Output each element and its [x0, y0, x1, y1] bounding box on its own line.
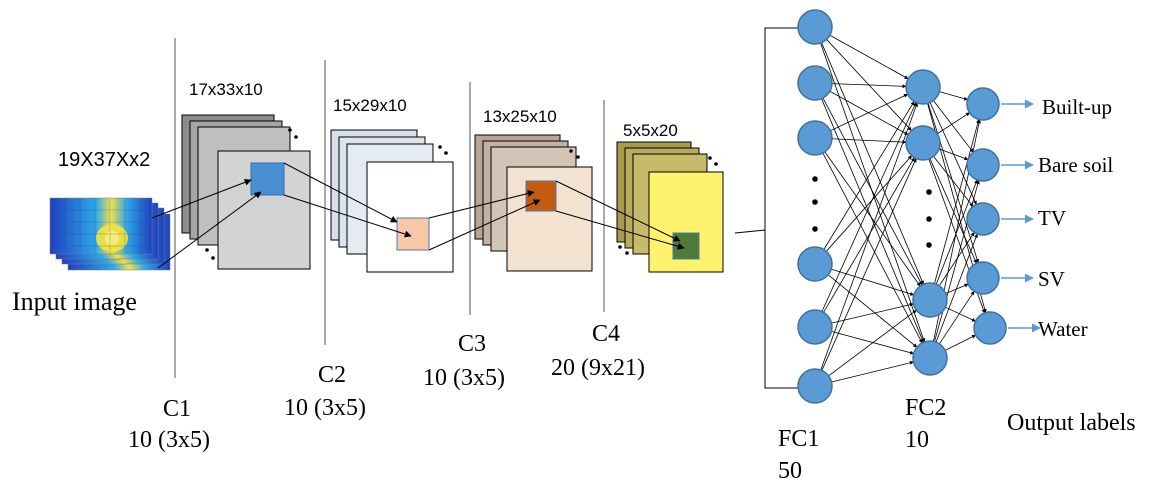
fc2-output-edge	[927, 103, 980, 264]
c4-feature-maps	[616, 141, 724, 273]
fc2-node	[905, 125, 941, 161]
c1-dims: 17x33x10	[189, 80, 263, 99]
output-label-bare-soil: Bare soil	[1038, 153, 1113, 177]
fc2-node	[905, 69, 941, 105]
fc1-node	[797, 9, 833, 45]
output-arrows	[1001, 99, 1041, 333]
c3-dims: 13x25x10	[483, 107, 557, 126]
fc1-bracket	[764, 27, 812, 389]
output-node	[973, 311, 1007, 345]
input-label: Input image	[12, 287, 137, 316]
c2-feature-maps	[330, 129, 454, 273]
fc2-output-edge	[929, 102, 977, 205]
fc1-fc2-edge	[831, 302, 914, 324]
fc1-fc2-edge	[821, 102, 917, 312]
fc1-fc2-edge	[831, 331, 914, 355]
fc1-fc2-edge	[822, 97, 923, 286]
fc1-fc2-edge	[823, 157, 915, 313]
fc1-node	[797, 120, 833, 156]
output-label-sv: SV	[1038, 267, 1065, 291]
output-node	[966, 87, 1000, 121]
fc2-output-edge	[937, 112, 970, 135]
fc1-fc2-edge	[830, 93, 908, 132]
c1-patch	[250, 162, 285, 196]
output-labels-title: Output labels	[1007, 410, 1136, 436]
fc1-fc2-edge	[823, 101, 915, 250]
c4-spec: 20 (9x21)	[551, 355, 645, 381]
fc1-fc2-edge	[821, 42, 924, 285]
fc1-fc2-edge	[827, 274, 918, 348]
fc2-output-edge	[935, 233, 978, 343]
fc2-output-edge	[933, 156, 974, 207]
output-nodes	[966, 87, 1007, 345]
c2-patch	[396, 217, 430, 251]
fc2-ellipsis	[926, 189, 932, 248]
fc1-node	[797, 309, 833, 345]
dense-connections	[820, 34, 987, 383]
output-label-built-up: Built-up	[1042, 95, 1112, 119]
output-label-water: Water	[1038, 317, 1088, 341]
fc2-output-edge	[938, 148, 969, 161]
c3-name: C3	[458, 331, 486, 357]
c2-name: C2	[318, 362, 346, 388]
c4-dims: 5x5x20	[623, 121, 678, 140]
fc1-fc2-edge	[831, 268, 915, 296]
fc1-fc2-edge	[831, 360, 914, 383]
c1-spec: 10 (3x5)	[128, 427, 210, 453]
c1-feature-maps	[181, 114, 311, 270]
fc1-fc2-edge	[824, 151, 921, 287]
c2-spec: 10 (3x5)	[284, 395, 366, 421]
fc2-output-edge	[945, 306, 976, 322]
fc2-name: FC2	[905, 395, 946, 421]
fc1-name: FC1	[778, 426, 819, 452]
fc1-fc2-edge	[822, 152, 923, 344]
fc2-output-edge	[933, 100, 974, 153]
fc1-node	[797, 368, 833, 404]
output-node	[966, 261, 1000, 295]
fc1-fc2-edge	[821, 158, 917, 371]
fc1-fc2-edge	[820, 102, 918, 371]
fc2-output-edge	[934, 119, 980, 284]
input-dims: 19X37Xx2	[58, 149, 150, 171]
output-node	[966, 148, 1000, 182]
fc1-fc2-edge	[828, 309, 917, 377]
fc2-nodes	[905, 69, 948, 376]
output-label-tv: TV	[1038, 206, 1066, 230]
fc1-fc2-edge	[820, 42, 926, 343]
c3-patch	[525, 180, 557, 212]
fc2-output-edge	[945, 283, 969, 294]
input-image-stack	[49, 197, 171, 271]
c3-spec: 10 (3x5)	[423, 365, 505, 391]
fc1-fc2-edge	[826, 155, 912, 252]
c1-name: C1	[163, 396, 191, 422]
fc1-nodes	[797, 9, 833, 404]
fc1-fc2-edge	[829, 90, 909, 136]
fc2-output-edge	[929, 158, 977, 264]
fc2-output-edge	[945, 334, 977, 351]
conv-connections	[151, 162, 766, 269]
fc1-node	[797, 65, 833, 101]
fc2-size: 10	[905, 427, 929, 453]
fc1-size: 50	[778, 458, 802, 483]
fc1-ellipsis	[812, 176, 818, 232]
fc1-fc2-edge	[831, 83, 907, 89]
fc1-fc2-edge	[829, 34, 909, 80]
fc1-node	[797, 246, 833, 282]
fc2-output-edge	[939, 291, 975, 345]
output-node	[966, 202, 1000, 236]
fc1-fc2-edge	[831, 138, 907, 145]
c2-dims: 15x29x10	[333, 96, 407, 115]
fc2-output-edge	[939, 91, 968, 101]
c4-name: C4	[592, 321, 620, 347]
fc2-node	[912, 340, 948, 376]
fc2-node	[912, 282, 948, 318]
